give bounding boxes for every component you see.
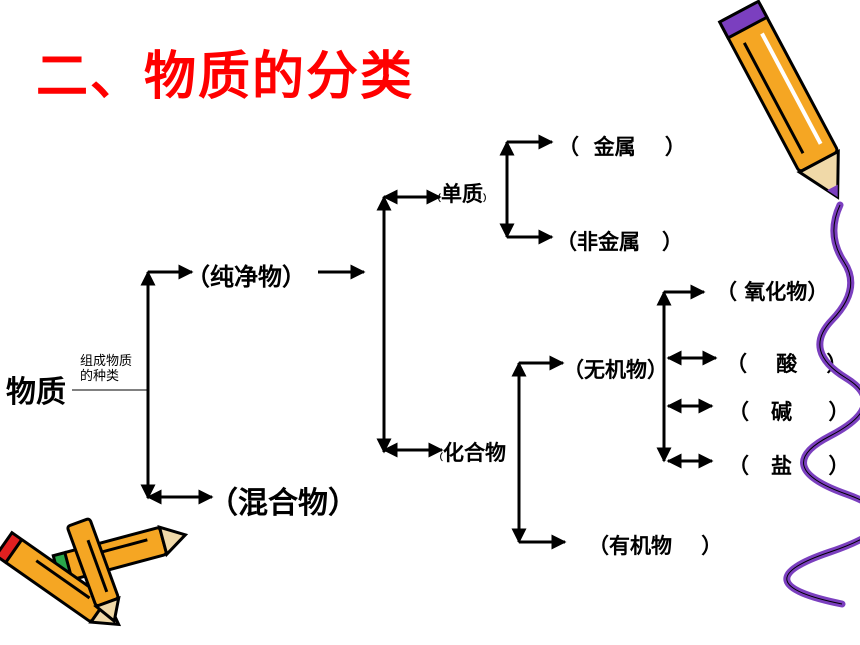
node-organic: （有机物 ） [588,534,723,558]
node-oxide: （ 氧化物） [716,280,829,304]
node-inorganic: （无机物） [563,358,668,382]
node-pure-substance: （纯净物） [186,263,306,291]
node-salt: （ 盐 ） [728,454,850,478]
node-metal: （ 金属 ） [558,135,686,159]
node-compound: （化合物 [434,441,507,465]
page-title: 二、物质的分类 [36,47,415,107]
node-matter: 物质 [6,375,66,410]
node-nonmetal: （非金属 ） [556,230,683,254]
node-acid: （ 酸 ） [726,352,848,376]
node-base: （ 碱 ） [728,400,850,424]
node-element: （单质） [432,182,493,206]
node-basis: 组成物质 的种类 [80,354,133,384]
node-mixture: （混合物） [208,486,358,521]
